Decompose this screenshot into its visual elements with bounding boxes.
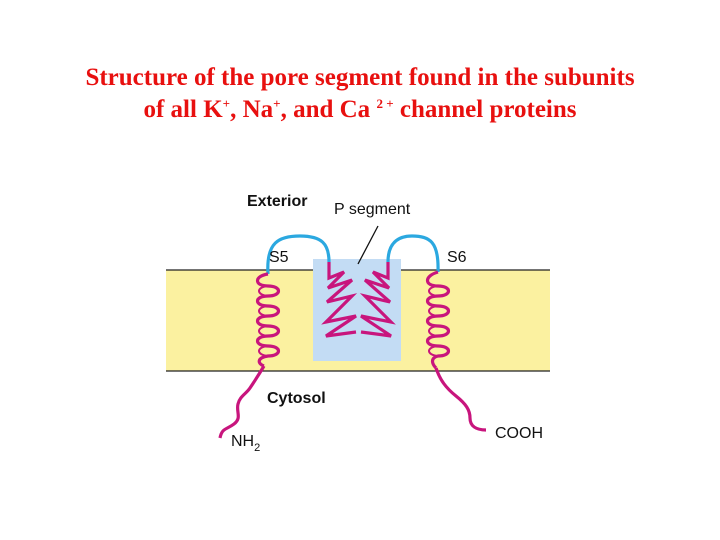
s6-helix <box>425 270 451 370</box>
s5-extracellular-loop <box>266 234 331 275</box>
s6-extracellular-loop <box>386 234 440 273</box>
cooh-label: COOH <box>495 425 543 442</box>
p-segment-left-zigzag <box>321 262 358 338</box>
cooh-tail <box>434 367 487 432</box>
nh2-label: NH2 <box>231 433 260 454</box>
exterior-label: Exterior <box>247 193 307 210</box>
p-segment-leader-line <box>357 225 379 265</box>
nh2-tail <box>218 365 266 439</box>
slide-title: Structure of the pore segment found in t… <box>0 62 720 126</box>
s6-helix-back <box>428 285 439 357</box>
s5-helix-back <box>258 285 269 357</box>
s5-helix <box>255 272 281 368</box>
title-line-1: Structure of the pore segment found in t… <box>85 64 635 91</box>
title-line-2: of all K+, Na+, and Ca 2 + channel prote… <box>143 96 577 123</box>
s6-label: S6 <box>447 249 467 266</box>
p-segment-right-zigzag <box>359 262 396 338</box>
cytosol-label: Cytosol <box>267 390 326 407</box>
p-segment-label: P segment <box>334 201 411 218</box>
s5-label: S5 <box>269 249 289 266</box>
